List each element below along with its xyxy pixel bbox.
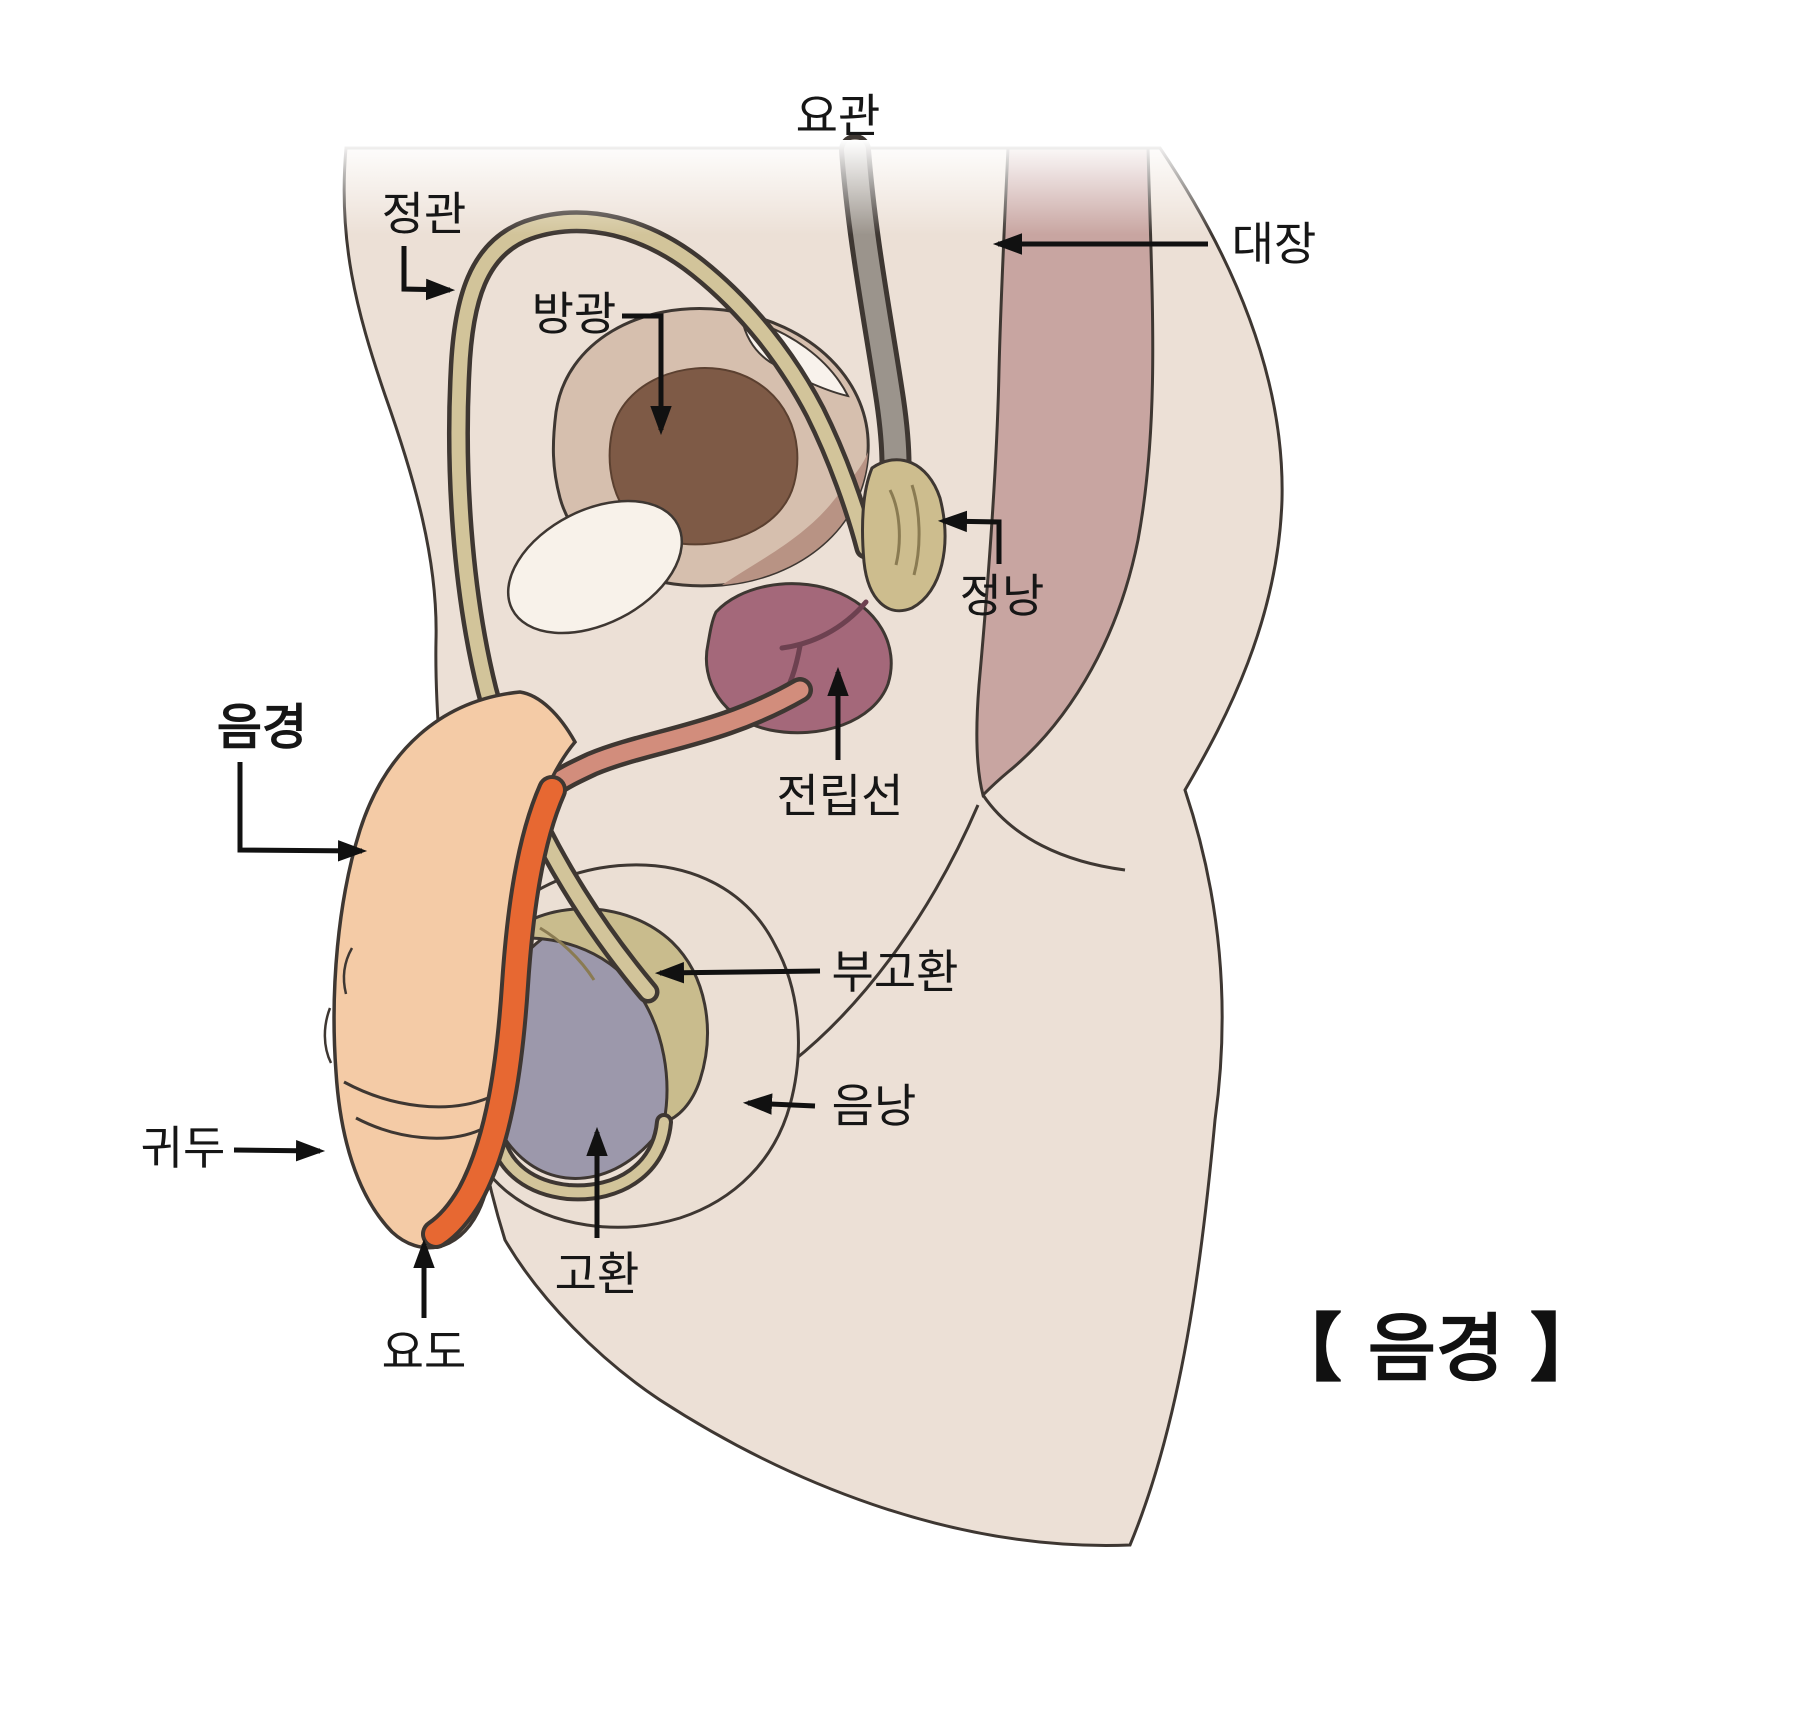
epididymis-label: 부고환 [832, 945, 959, 999]
epididymis-tail-tube [493, 1117, 669, 1198]
epididymis-ridge-1 [539, 926, 596, 981]
glans-corona-line-2 [355, 1116, 481, 1140]
penis-fold-line-1 [323, 1007, 333, 1064]
seminal-vesicle-line-1 [888, 489, 901, 566]
ureter-label: 요관 [796, 89, 881, 143]
colon-label: 대장 [1232, 217, 1317, 271]
glans-corona-line-1 [343, 1080, 489, 1109]
penis-label: 음경 [217, 699, 307, 756]
bladder-arrow [622, 313, 672, 436]
figure-title: 【 음경 】 [1268, 1306, 1604, 1392]
vas-deferens-label: 정관 [382, 187, 467, 241]
pubic-bone [506, 499, 684, 635]
colon-shape [975, 146, 1155, 798]
perineum-crease-line [981, 794, 1126, 872]
testis-label: 고환 [555, 1247, 640, 1301]
top-fade-overlay [320, 140, 1310, 235]
urethra-stripe [425, 779, 563, 1245]
penis-fold-line-2 [342, 947, 354, 995]
vas-deferens-arrow [401, 246, 456, 301]
urethra-label: 요도 [382, 1325, 467, 1379]
glans-label: 귀두 [141, 1121, 226, 1175]
prostate-label: 전립선 [777, 769, 904, 823]
glans-arrow [233, 1140, 326, 1162]
inner-thigh-contour-line [791, 804, 980, 1064]
seminal-vesicle-arrow [937, 510, 1002, 564]
seminal-vesicle-shape [861, 458, 947, 613]
epididymis-arrow [654, 961, 821, 984]
seminal-vesicle-line-2 [910, 484, 921, 576]
bladder-label: 방광 [532, 287, 617, 341]
scrotum-arrow [742, 1093, 816, 1115]
scrotum-label: 음낭 [832, 1079, 917, 1133]
seminal-vesicle-label: 정낭 [960, 569, 1045, 623]
urethra-duct [543, 681, 809, 795]
prostate-duct-line-1 [779, 599, 869, 651]
penis-arrow [237, 762, 368, 862]
bladder-shading [722, 452, 868, 585]
